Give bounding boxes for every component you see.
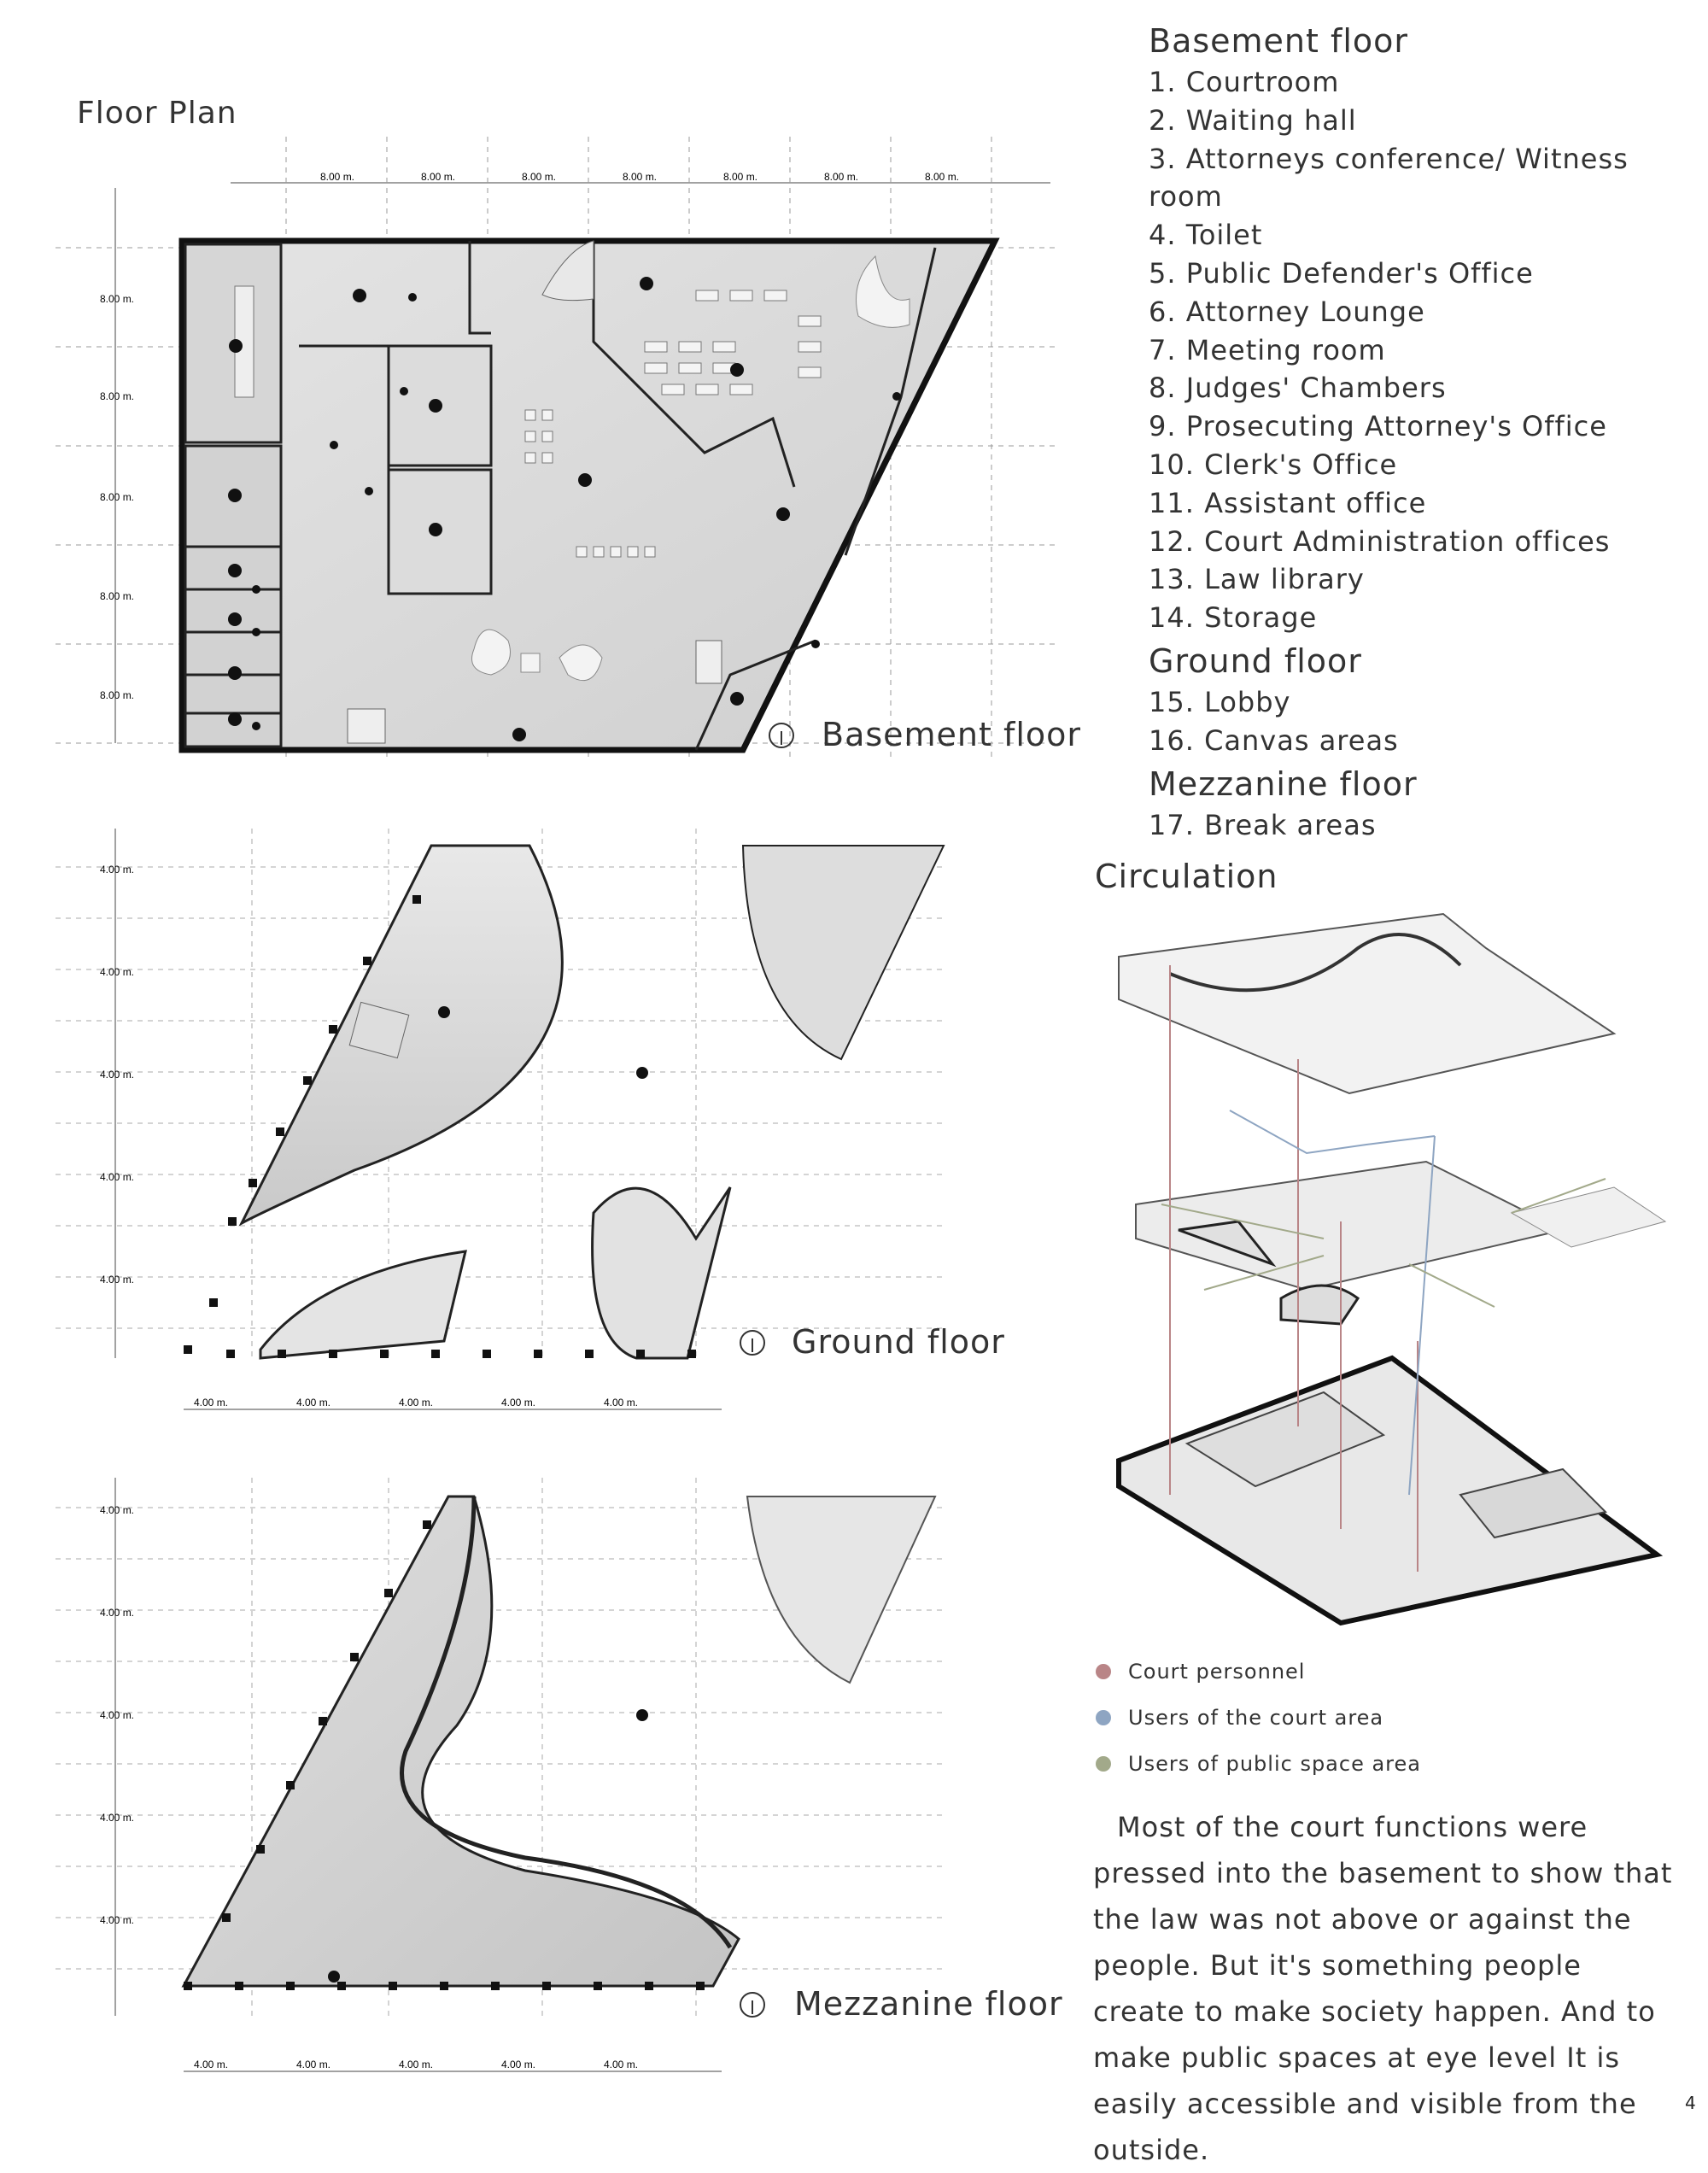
legend-item: 2. Waiting hall [1149,103,1357,137]
dim-label: 4.00 m. [194,1397,228,1409]
north-arrow-icon [740,1330,765,1356]
lobby-furniture [471,255,910,682]
canvas-area-northeast [741,845,945,1061]
legend-item: 14. Storage [1149,601,1318,635]
basement-outline [178,237,1000,753]
dim-label: 4.00 m. [100,1607,134,1619]
key-row: Users of public space area [1096,1741,1421,1787]
basement-stair [347,240,722,744]
circulation-key: Court personnel Users of the court area … [1096,1649,1421,1787]
dim-label: 4.00 m. [501,2059,535,2070]
mezzanine-floor-plan: 4.00 m. 4.00 m. 4.00 m. 4.00 m. 4.00 m. … [56,1478,944,2072]
legend-item: 17. Break areas [1149,808,1377,841]
key-row: Court personnel [1096,1649,1421,1695]
legend-item: 9. Prosecuting Attorney's Office [1149,410,1607,443]
room-legend: Basement floor 1. Courtroom 2. Waiting h… [1149,22,1708,844]
legend-item: 5. Public Defender's Office [1149,256,1534,290]
dim-label: 4.00 m. [100,1069,134,1081]
dim-label: 8.00 m. [522,171,556,183]
circulation-title: Circulation [1095,858,1278,895]
legend-item: 11. Assistant office [1149,486,1427,519]
key-label: Users of public space area [1128,1752,1421,1776]
axo-middle-slab [1135,1160,1667,1326]
legend-basement-heading: Basement floor [1149,22,1409,60]
floor-plan-title: Floor Plan [77,96,237,131]
legend-item: 12. Court Administration offices [1149,524,1611,558]
legend-item: 6. Attorney Lounge [1149,295,1425,328]
legend-mezzanine-heading: Mezzanine floor [1149,764,1418,803]
courtroom-seating [234,285,822,558]
court-users-swatch [1096,1710,1111,1725]
dim-label: 8.00 m. [100,491,134,503]
dim-label: 4.00 m. [100,864,134,876]
public-users-swatch [1096,1756,1111,1772]
dim-label: 4.00 m. [100,1812,134,1824]
mezzanine-void [746,1496,937,1684]
dim-label: 4.00 m. [399,1397,433,1409]
legend-item: 15. Lobby [1149,685,1291,718]
mezzanine-railing [400,1496,733,1949]
dim-label: 4.00 m. [100,1171,134,1183]
circulation-axonometric [1116,912,1667,1626]
mezzanine-columns [184,1520,705,1990]
mezzanine-slab [181,1495,740,1988]
description-paragraph: Most of the court functions were pressed… [1093,1811,1673,2166]
court-personnel-swatch [1096,1664,1111,1679]
key-label: Users of the court area [1128,1706,1384,1730]
dim-label: 8.00 m. [100,293,134,305]
dim-label: 8.00 m. [320,171,354,183]
legend-item: 8. Judges' Chambers [1149,372,1447,405]
key-label: Court personnel [1128,1660,1306,1684]
room-number-markers [228,277,790,741]
basement-floor-label: Basement floor [822,716,1082,753]
ground-floor-label: Ground floor [792,1323,1005,1361]
legend-item: 7. Meeting room [1149,333,1386,366]
dim-label: 8.00 m. [623,171,657,183]
dim-label: 4.00 m. [296,2059,330,2070]
canvas-area-south [591,1186,732,1360]
dim-label: 8.00 m. [723,171,757,183]
lobby-stair [348,1001,410,1059]
legend-item: 10. Clerk's Office [1149,448,1398,481]
north-arrow-icon [740,1992,765,2018]
page-number: 4 [1685,2093,1696,2113]
axo-top-slab [1118,912,1617,1095]
dim-label: 4.00 m. [194,2059,228,2070]
dim-label: 4.00 m. [100,1914,134,1926]
dim-label: 4.00 m. [604,1397,638,1409]
stair-area [259,1250,467,1360]
dim-label: 8.00 m. [100,590,134,602]
ground-floor-plan: 4.00 m. 4.00 m. 4.00 m. 4.00 m. 4.00 m. … [56,829,945,1410]
ground-columns [184,895,696,1358]
dim-label: 8.00 m. [100,390,134,402]
mezzanine-floor-label: Mezzanine floor [794,1985,1063,2023]
legend-item: 13. Law library [1149,563,1365,596]
structural-columns [252,293,901,730]
basement-floor-plan: 8.00 m. 8.00 m. 8.00 m. 8.00 m. 8.00 m. … [56,137,1055,760]
dim-label: 4.00 m. [501,1397,535,1409]
public-users-paths [1161,1178,1606,1308]
dim-label: 4.00 m. [100,1709,134,1721]
legend-item: 16. Canvas areas [1149,723,1399,757]
axo-basement [1116,1355,1664,1626]
dim-label: 8.00 m. [100,689,134,701]
legend-basement-list: 1. Courtroom 2. Waiting hall 3. Attorney… [1149,63,1708,637]
dim-label: 8.00 m. [421,171,455,183]
court-personnel-paths [1169,965,1418,1572]
dim-label: 4.00 m. [100,1274,134,1286]
dim-label: 4.00 m. [296,1397,330,1409]
legend-item: 1. Courtroom [1149,66,1340,98]
dim-label: 4.00 m. [100,966,134,978]
dim-label: 8.00 m. [824,171,858,183]
legend-item: 4. Toilet [1149,219,1263,252]
dim-label: 8.00 m. [925,171,959,183]
legend-item: 3. Attorneys conference/ Witness room [1149,142,1629,214]
court-users-paths [1229,1110,1436,1496]
dim-label: 4.00 m. [604,2059,638,2070]
dim-label: 4.00 m. [100,1504,134,1516]
north-arrow-icon [769,723,794,748]
dim-label: 4.00 m. [399,2059,433,2070]
legend-ground-heading: Ground floor [1149,641,1362,680]
key-row: Users of the court area [1096,1695,1421,1741]
